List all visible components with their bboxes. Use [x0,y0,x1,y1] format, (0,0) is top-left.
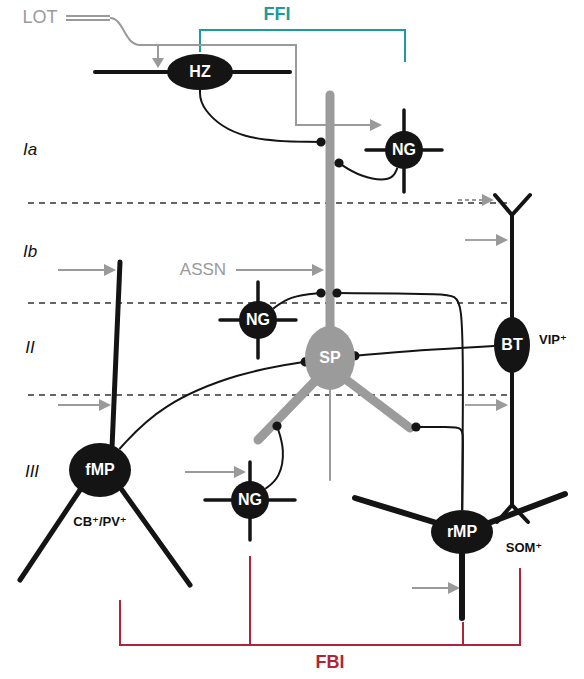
pyramidal-cell-soma [305,326,355,390]
layer-boundary [28,202,508,204]
multipolar-cell: fMPCB⁺/PV⁺ [69,443,131,497]
synaptic-connection [339,163,397,179]
excitatory-synapse [99,194,508,594]
neurogliaform-cell-soma [385,131,423,169]
synaptic-connection [119,362,305,449]
fiber-label: LOT [22,8,57,28]
lot-fiber [370,119,382,131]
excitatory-synapse [99,399,111,411]
bitufted-cell-soma [494,317,530,373]
synaptic-connection [337,293,463,510]
neurogliaform-cell: NG [239,301,277,339]
lot-fiber [157,45,159,58]
interneuron-dendrite [20,72,565,618]
bitufted-cell: BTVIP⁺ [494,317,530,373]
excitatory-input [465,404,496,406]
neurogliaform-cell-soma [231,481,269,519]
cell-label: HZ [189,63,210,81]
marker-label: VIP⁺ [539,333,567,347]
cell-label: SP [319,349,340,367]
cell-label: NG [238,491,262,509]
excitatory-input [412,587,448,589]
pyramidal-dendrite [344,378,410,428]
layer-label: Ib [23,243,37,262]
multipolar-cell-soma [431,510,493,554]
synaptic-connection [273,293,321,309]
horizontal-cell: HZ [167,54,233,90]
excitatory-synapse [448,582,460,594]
excitatory-input [465,239,496,241]
interneuron-dendrite [20,262,190,585]
interneuron-dendrite [495,195,530,522]
layer-label: II [25,339,34,358]
pyramidal-dendrite [258,378,318,440]
layer-boundary [28,302,508,304]
lot-fiber [152,58,164,68]
neurogliaform-cell: NG [231,481,269,519]
cell-label: NG [246,311,270,329]
excitatory-synapse [104,264,116,276]
circuit-label: FFI [264,5,291,25]
multipolar-cell: rMPSOM⁺ [431,510,493,554]
excitatory-synapse [482,194,494,206]
marker-label: CB⁺/PV⁺ [73,515,126,529]
neurogliaform-cell: NG [385,131,423,169]
excitatory-synapse [312,264,324,276]
lot-fiber [66,15,110,21]
pyramidal-dendrite [329,388,331,480]
cell-label: fMP [85,461,114,479]
excitatory-input [58,269,104,271]
synaptic-connection [200,90,321,142]
marker-label: SOM⁺ [506,541,542,555]
synaptic-connection [355,346,494,356]
layer-boundary [28,203,508,395]
cell-label: BT [501,336,522,354]
pyramidal-cell: SP [305,326,355,390]
multipolar-cell-soma [69,443,131,497]
pyramidal-dendrite [326,95,335,335]
excitatory-synapse [234,466,246,478]
circuit-label: FBI [316,653,345,673]
lot-fiber [66,17,110,19]
excitatory-synapse [496,234,508,246]
excitatory-input [236,269,312,271]
interneuron-dendrite [355,494,565,618]
interneuron-dendrite [220,282,296,358]
excitatory-input [185,471,234,473]
synaptic-connection [416,427,463,510]
cell-label: rMP [447,523,477,541]
interneuron-dendrite [205,462,295,540]
excitatory-input [58,404,99,406]
cell-label: NG [392,141,416,159]
horizontal-cell-soma [167,54,233,90]
layer-label: III [25,463,39,482]
excitatory-synapse [496,399,508,411]
lot-fiber [66,18,382,131]
excitatory-input [58,200,496,588]
fiber-label: ASSN [180,261,226,280]
synaptic-connection [265,426,283,489]
neurogliaform-cell-soma [239,301,277,339]
layer-boundary [28,394,508,396]
excitatory-input [458,199,482,201]
layer-label: Ia [23,141,37,160]
